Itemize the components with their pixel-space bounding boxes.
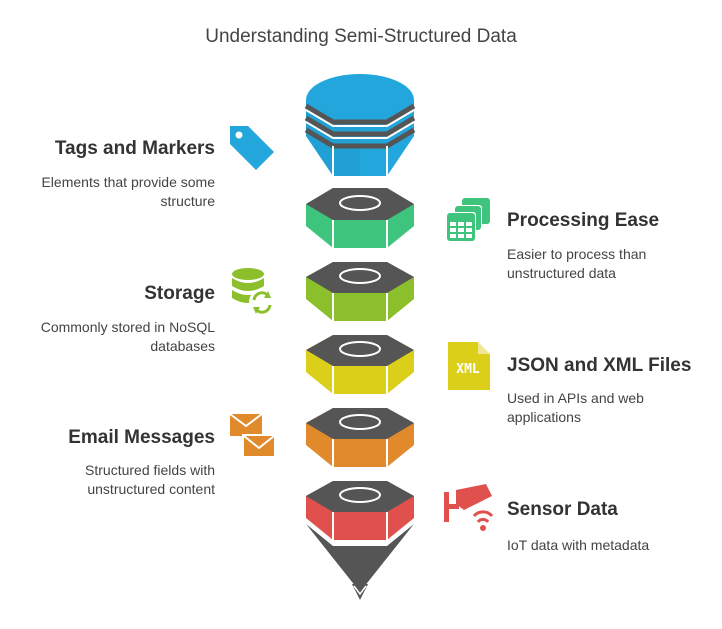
description-email-messages: Structured fields with unstructured cont… <box>0 461 215 499</box>
xml-file-label: XML <box>456 362 480 377</box>
description-line: Used in APIs and web <box>507 390 644 406</box>
description-line: unstructured content <box>87 481 215 497</box>
spreadsheet-stack-icon <box>446 198 490 242</box>
security-camera-icon <box>444 484 494 531</box>
file-shape <box>448 342 490 390</box>
xml-file-icon: XML <box>446 340 492 392</box>
stack-segment-sensor <box>306 481 414 600</box>
tag-icon <box>230 126 274 170</box>
heading-storage: Storage <box>144 283 215 304</box>
heading-json-xml-files: JSON and XML Files <box>507 355 692 376</box>
envelope-icon <box>229 413 276 458</box>
description-line: databases <box>150 338 215 354</box>
description-processing-ease: Easier to process than unstructured data <box>507 245 707 283</box>
description-line: structure <box>160 193 215 209</box>
stack-segment-json-xml <box>306 335 414 394</box>
description-storage: Commonly stored in NoSQL databases <box>0 318 215 356</box>
description-json-xml-files: Used in APIs and web applications <box>507 389 707 427</box>
description-line: applications <box>507 409 581 425</box>
stack-segment-storage <box>306 262 414 321</box>
description-line: Structured fields with <box>85 462 215 478</box>
description-line: IoT data with metadata <box>507 537 650 553</box>
database-sync-icon <box>232 268 275 315</box>
heading-sensor-data: Sensor Data <box>507 499 618 520</box>
description-line: Elements that provide some <box>41 174 215 190</box>
heading-email-messages: Email Messages <box>68 427 215 448</box>
description-tags-markers: Elements that provide some structure <box>0 173 215 211</box>
stack-segment-tags <box>304 74 416 176</box>
description-line: Easier to process than <box>507 246 647 262</box>
heading-processing-ease: Processing Ease <box>507 210 660 231</box>
description-sensor-data: IoT data with metadata <box>507 536 707 555</box>
heading-tags-markers: Tags and Markers <box>54 138 215 159</box>
description-line: Commonly stored in NoSQL <box>40 319 215 335</box>
stack-segment-processing <box>306 188 414 248</box>
stack-segment-email <box>306 408 414 467</box>
diagram-title: Understanding Semi-Structured Data <box>205 26 517 47</box>
description-line: unstructured data <box>507 265 616 281</box>
